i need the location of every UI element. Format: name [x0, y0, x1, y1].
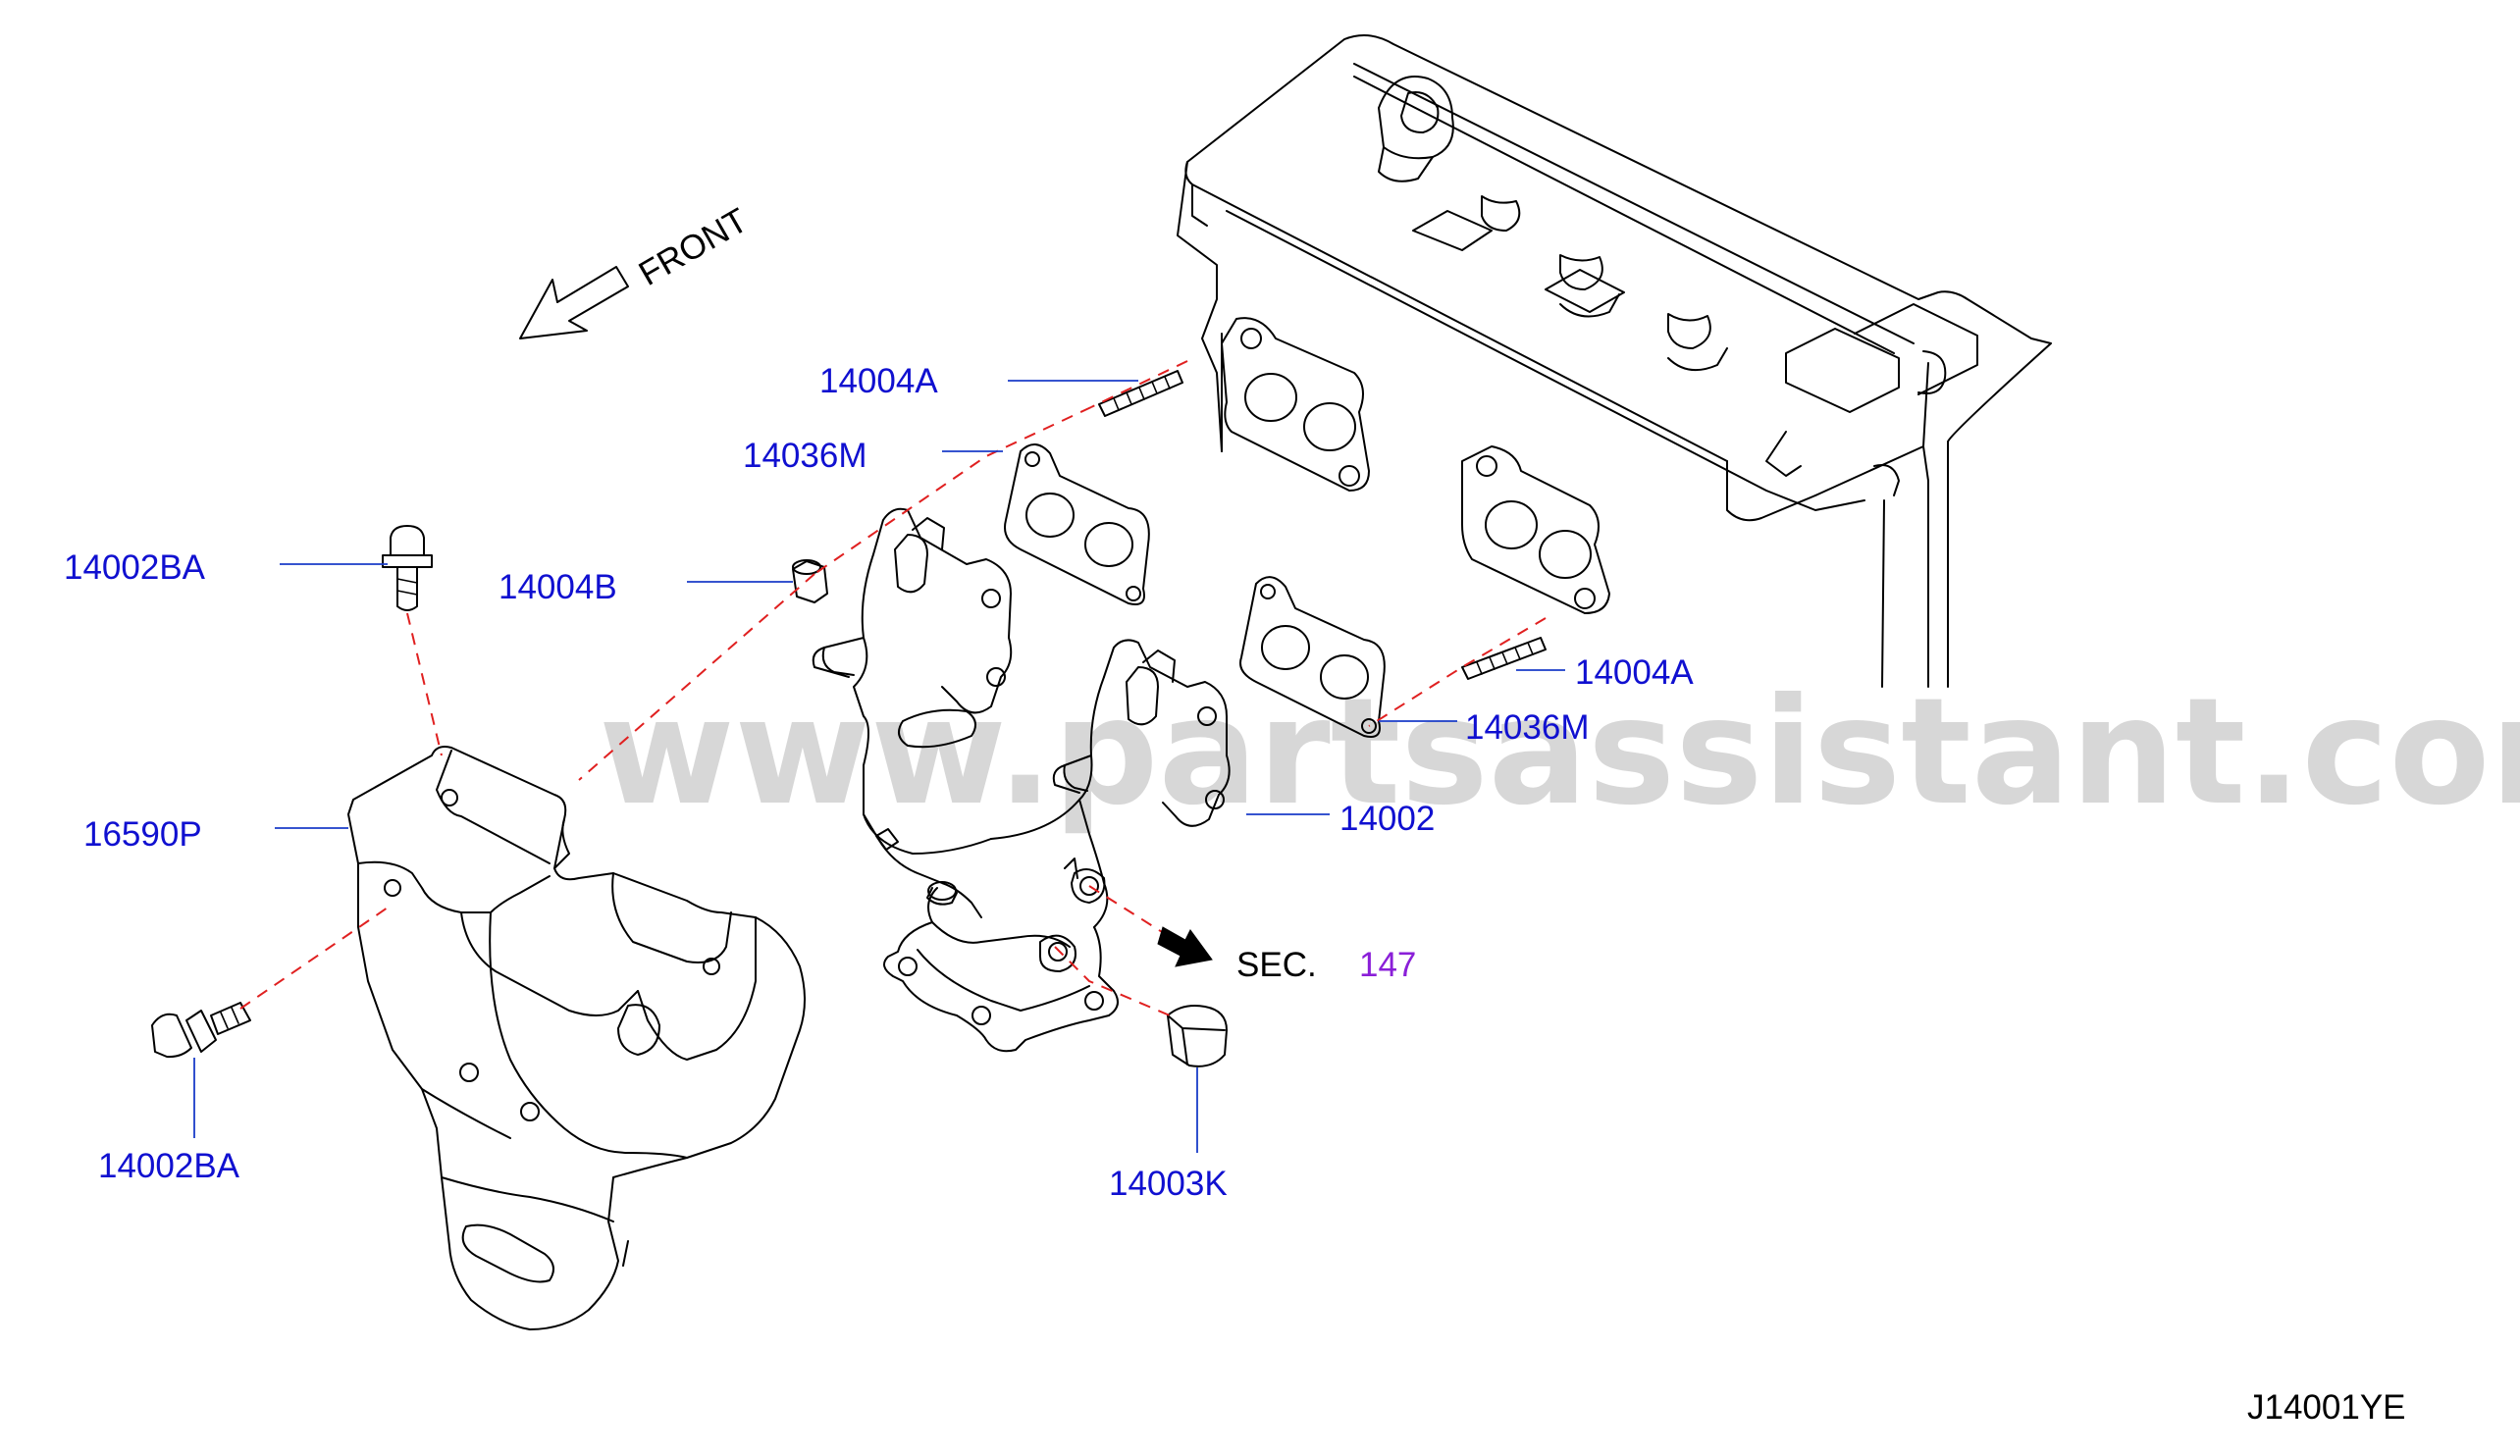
leader-lines: [193, 380, 1565, 1153]
watermark-text: www.partsassistant.com: [599, 667, 2520, 838]
bolt-14003k: [1167, 1005, 1228, 1067]
stud-right: [1461, 637, 1547, 680]
heat-shield: [347, 746, 806, 1330]
front-label: FRONT: [633, 201, 755, 293]
bolt-upper: [382, 525, 433, 611]
nut: [792, 559, 828, 603]
part-label: 16590P: [83, 815, 202, 854]
part-label: 14036M: [743, 437, 866, 475]
stud-upper: [1098, 370, 1183, 417]
bolt-lower: [151, 1002, 251, 1059]
section-reference-number: 147: [1359, 946, 1416, 984]
part-label: 14004B: [499, 568, 617, 606]
engine-head-drawing: [1177, 34, 2052, 688]
diagram-code: J14001YE: [2247, 1388, 2406, 1427]
part-label: 14002BA: [98, 1147, 240, 1185]
front-direction-arrow: [519, 266, 629, 339]
section-reference-prefix: SEC.: [1236, 946, 1317, 984]
part-label: 14002BA: [64, 548, 206, 587]
part-label: 14036M: [1465, 708, 1589, 747]
gasket-upper: [1004, 443, 1150, 605]
part-label: 14004A: [819, 362, 938, 400]
part-label: 14003K: [1109, 1165, 1228, 1203]
gasket-lower: [1239, 576, 1386, 738]
part-labels: 14004A 14036M 14002BA 14004B 14004A 1403…: [64, 362, 1694, 1203]
part-label: 14004A: [1575, 653, 1694, 692]
part-label: 14002: [1339, 800, 1435, 838]
exhaust-manifold: [812, 507, 1231, 1053]
section-reference-arrow: [1157, 926, 1213, 967]
